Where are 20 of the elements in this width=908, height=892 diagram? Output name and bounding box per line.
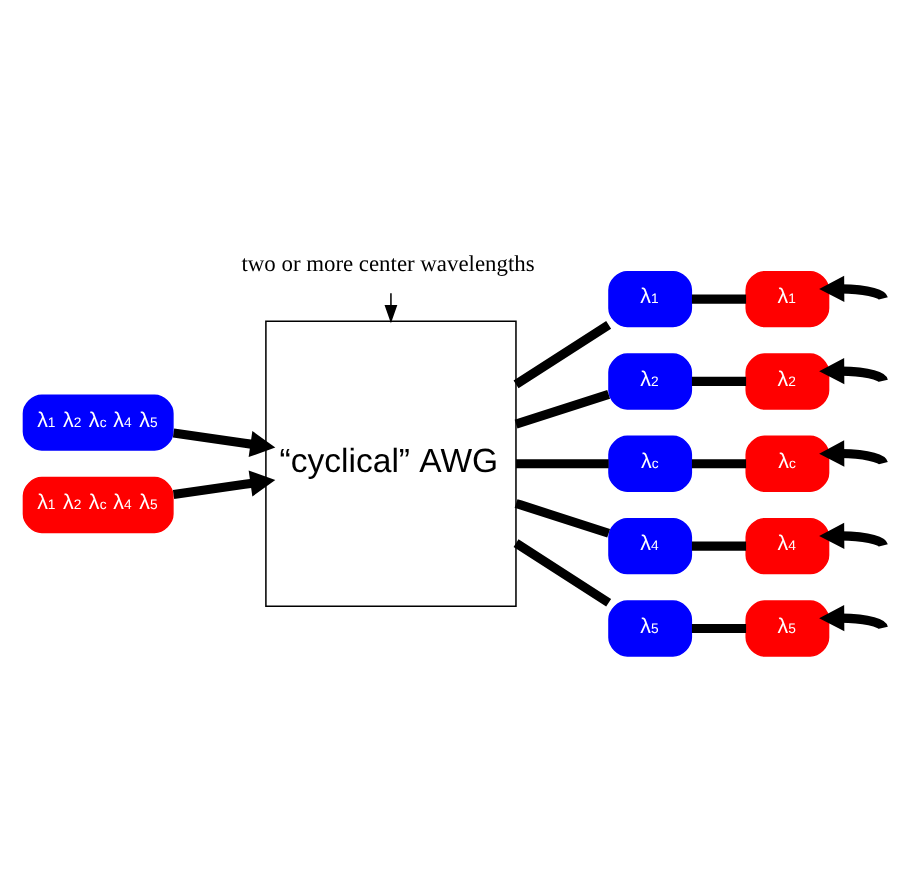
arrow [819, 604, 888, 631]
arrow [819, 356, 888, 384]
connector [691, 375, 747, 385]
arrow [819, 521, 888, 548]
node-box: “cyclical” AWG [265, 319, 517, 607]
connector [513, 538, 612, 606]
arrow [172, 427, 276, 457]
connector [691, 293, 747, 303]
connector [691, 622, 747, 633]
arrow [172, 469, 276, 498]
node-text: two or more center wavelengths [241, 251, 535, 276]
connector [514, 498, 611, 537]
connector [516, 458, 609, 468]
arrow [819, 274, 888, 301]
arrow [819, 439, 888, 466]
connector [513, 319, 612, 388]
arrow [384, 291, 398, 323]
connector [691, 540, 747, 550]
connector [514, 388, 611, 428]
connector [691, 458, 747, 468]
